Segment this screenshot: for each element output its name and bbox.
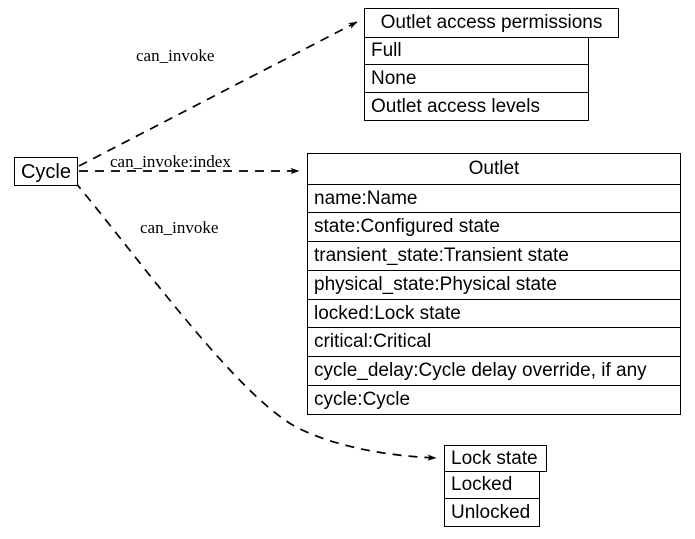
node-cycle-label: Cycle (20, 160, 71, 183)
node-lock-state[interactable]: Lock state Locked Unlocked (444, 445, 547, 528)
node-outlet-row[interactable]: cycle:Cycle (307, 384, 681, 415)
node-outlet-row-label: transient_state:Transient state (314, 245, 569, 267)
node-outlet-row[interactable]: cycle_delay:Cycle delay override, if any (307, 355, 681, 386)
node-outlet-access-permissions-row[interactable]: Outlet access levels (364, 92, 589, 122)
node-outlet-access-permissions-row[interactable]: None (364, 64, 589, 94)
node-outlet-row[interactable]: physical_state:Physical state (307, 269, 681, 300)
node-outlet-row-label: state:Configured state (314, 216, 500, 238)
edge-label-text: can_invoke:index (110, 152, 231, 171)
node-outlet-row-label: locked:Lock state (314, 302, 461, 324)
node-outlet-row-label: cycle:Cycle (314, 388, 411, 410)
node-outlet-row-label: physical_state:Physical state (314, 273, 557, 295)
edge-label-can-invoke-lock-state: can_invoke (140, 218, 218, 238)
edge-cycle-to-outlet-access-permissions (78, 21, 358, 167)
node-outlet-row-label: name:Name (314, 187, 418, 209)
node-outlet-row[interactable]: critical:Critical (307, 327, 681, 358)
node-lock-state-header-label: Lock state (451, 447, 538, 469)
node-lock-state-row-label: Locked (451, 474, 513, 496)
edge-label-text: can_invoke (140, 218, 219, 237)
node-outlet-row[interactable]: name:Name (307, 183, 681, 214)
edge-label-can-invoke-index: can_invoke:index (110, 152, 231, 172)
node-outlet-access-permissions-row[interactable]: Full (364, 36, 589, 66)
node-lock-state-header: Lock state (444, 445, 547, 472)
node-outlet-access-permissions-header-label: Outlet access permissions (380, 12, 603, 33)
node-outlet[interactable]: Outlet name:Name state:Configured state … (307, 153, 681, 415)
node-cycle[interactable]: Cycle (14, 157, 78, 186)
node-outlet-access-permissions[interactable]: Outlet access permissions Full None Outl… (364, 8, 619, 122)
node-lock-state-row-label: Unlocked (451, 501, 531, 523)
edge-label-can-invoke-permissions: can_invoke (136, 46, 214, 66)
node-outlet-row[interactable]: locked:Lock state (307, 298, 681, 329)
node-lock-state-row[interactable]: Unlocked (444, 498, 540, 528)
edge-label-text: can_invoke (136, 46, 215, 65)
node-outlet-row-label: critical:Critical (314, 331, 432, 353)
node-outlet-header-label: Outlet (468, 158, 520, 179)
node-outlet-row-label: cycle_delay:Cycle delay override, if any (314, 359, 647, 381)
node-outlet-access-permissions-row-label: None (371, 67, 417, 89)
node-outlet-row[interactable]: state:Configured state (307, 212, 681, 243)
node-lock-state-row[interactable]: Locked (444, 470, 540, 500)
node-outlet-header: Outlet (307, 153, 681, 185)
node-outlet-access-permissions-row-label: Outlet access levels (371, 95, 540, 117)
node-outlet-row[interactable]: transient_state:Transient state (307, 241, 681, 272)
node-outlet-access-permissions-row-label: Full (371, 40, 402, 62)
node-outlet-access-permissions-header: Outlet access permissions (364, 8, 619, 38)
